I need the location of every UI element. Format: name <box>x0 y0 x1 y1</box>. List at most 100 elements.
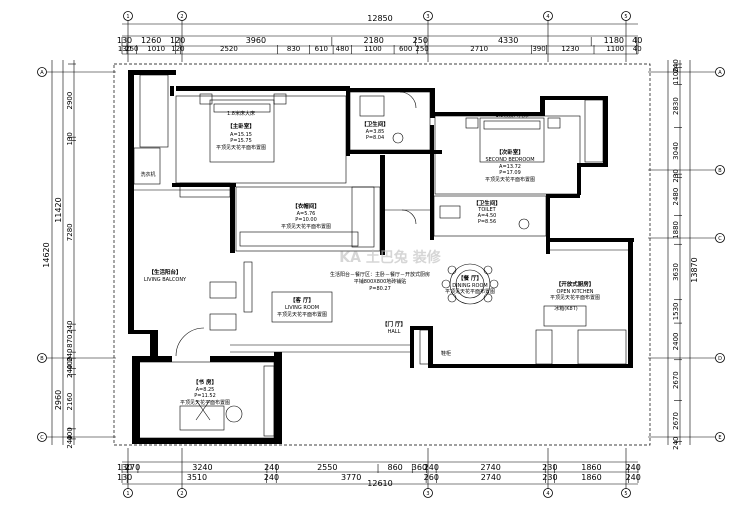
axis-right-0-circle <box>715 67 725 77</box>
dim-bottom-row1-2: 3240 <box>192 463 212 472</box>
wash-label: 洗衣机 <box>140 171 155 178</box>
axis-top-4-label: 5 <box>624 14 627 20</box>
dim-left-inner-4: 870 <box>66 334 74 347</box>
cloak-name: 【衣帽间】 <box>292 202 320 210</box>
public-bath-name: 【卫生间】 <box>473 199 501 207</box>
living-en: LIVING ROOM <box>285 305 319 311</box>
axis-left-0-label: A <box>40 70 44 76</box>
dim-left-inner-5: 240 <box>66 348 74 361</box>
master-bath-area: A=3.85 <box>366 129 385 135</box>
dim-top-row3-0: 130 <box>118 45 131 53</box>
dim-bottom-row2-3: 3770 <box>341 473 361 482</box>
axis-top-2-label: 3 <box>426 14 429 20</box>
axis-left-0-circle <box>37 67 47 77</box>
dim-bottom-row2-8: 240 <box>626 473 641 482</box>
axis-bottom-0-label: 1 <box>126 491 129 497</box>
dim-top-row3-15: 40 <box>633 45 642 53</box>
study-h: P=11.52 <box>194 393 216 399</box>
axis-top-1-label: 2 <box>180 14 183 20</box>
dim-top-row3-8: 1100 <box>364 45 382 53</box>
axis-bottom-1-label: 2 <box>180 491 183 497</box>
axis-left-2-circle <box>37 432 47 442</box>
dim-right-inner-2: 2830 <box>672 97 680 115</box>
dim-top-row3-1: 250 <box>125 45 138 53</box>
master-bed-area: A=15.15 <box>230 132 252 138</box>
axis-top-3-label: 4 <box>546 14 549 20</box>
axis-right-4-label: E <box>718 435 721 441</box>
watermark: KA 土巴兔 装修 <box>339 249 441 266</box>
dining-name: 【餐 厅】 <box>458 274 482 282</box>
axis-right-4-circle <box>715 432 725 442</box>
second-bed-area: A=13.72 <box>499 164 521 170</box>
dim-right-outer: 13870 <box>690 257 699 282</box>
axis-right-1-label: B <box>718 168 722 174</box>
foyer-name: 【门 厅】 <box>382 320 406 328</box>
dining-en: DINING ROOM <box>452 283 487 289</box>
dim-top-row3-11: 2710 <box>470 45 488 53</box>
axis-bottom-2-label: 3 <box>426 491 429 497</box>
dim-right-inner-9: 2400 <box>672 333 680 351</box>
floor-note-2: 平铺800X800地砖铺贴 <box>354 278 407 285</box>
dining-note: 平顶见天花平面布置图 <box>445 288 495 295</box>
living-name: 【客 厅】 <box>290 296 314 304</box>
dim-right-inner-5: 2480 <box>672 188 680 206</box>
foyer-en: HALL <box>388 329 401 335</box>
dim-top-row2-7: 1180 <box>604 36 624 45</box>
public-bath-en: TOILET <box>477 207 496 213</box>
dim-bottom-row2-1: 3510 <box>187 473 207 482</box>
room-labels: 【主卧室】 A=15.15 P=15.75 平顶见天花平面布置图 1.8米床大床… <box>140 110 600 406</box>
axis-left-1-circle <box>37 353 47 363</box>
dim-left-mid-1: 11420 <box>54 197 63 222</box>
dim-bottom-row1-8: 2740 <box>481 463 501 472</box>
dim-right-inner-4: 230 <box>672 169 680 182</box>
kitchen-name: 【开放式厨房】 <box>556 280 595 288</box>
second-bed-en: SECOND BEDROOM <box>485 157 534 163</box>
dim-left-inner-0: 2900 <box>66 92 74 110</box>
dim-bottom-row1-6: 360 <box>412 463 427 472</box>
dim-top-row2-6: 4330 <box>498 36 518 45</box>
dim-bottom-row1-9: 230 <box>542 463 557 472</box>
dim-top-row2-5: 250 <box>413 36 428 45</box>
axis-right-2-label: C <box>718 236 722 242</box>
closets <box>179 182 627 437</box>
dim-left-outer: 14620 <box>42 242 51 267</box>
right-dimension-lines: 13870 2401100283030402302480188036301530… <box>667 59 699 450</box>
dim-top-row3-12: 390 <box>532 45 545 53</box>
study-area: A=8.25 <box>196 387 215 393</box>
dim-bottom-row2-6: 230 <box>542 473 557 482</box>
dim-left-inner-7: 240 <box>66 365 74 378</box>
left-dimension-lines: 14620 11420 2960 29001307280240870240400… <box>42 60 76 449</box>
dim-top-row2-1: 1260 <box>141 36 161 45</box>
dim-right-inner-7: 3630 <box>672 263 680 281</box>
shoe-label: 鞋柜 <box>441 350 451 357</box>
dim-left-inner-2: 7280 <box>66 223 74 241</box>
balcony-en: LIVING BALCONY <box>144 277 187 283</box>
axis-right-2-circle <box>715 233 725 243</box>
dim-left-inner-3: 240 <box>66 320 74 333</box>
dim-bottom-row2-7: 1860 <box>581 473 601 482</box>
interior-lines <box>128 74 628 439</box>
floor-note-1: 生活阳台－餐厅区：主卧－餐厅－开放式厨房 <box>330 271 430 278</box>
dim-top-overall: 12850 <box>367 14 392 23</box>
dim-bottom-row1-7: 240 <box>424 463 439 472</box>
public-bath-area: A=4.50 <box>478 213 497 219</box>
second-bed-bed-label: 1.5米双人大床 <box>496 112 529 119</box>
dim-top-row3-6: 610 <box>315 45 328 53</box>
master-bed-note: 平顶见天花平面布置图 <box>216 144 266 151</box>
dim-bottom-row1-10: 1860 <box>581 463 601 472</box>
master-bed-bed-label: 1.8米床大床 <box>227 110 255 117</box>
dim-left-inner-1: 130 <box>66 132 74 145</box>
axis-left-1-label: B <box>40 356 44 362</box>
furniture <box>175 91 587 431</box>
floor-note-3: P=80.27 <box>369 286 391 292</box>
dim-top-row3-9: 600 <box>399 45 412 53</box>
